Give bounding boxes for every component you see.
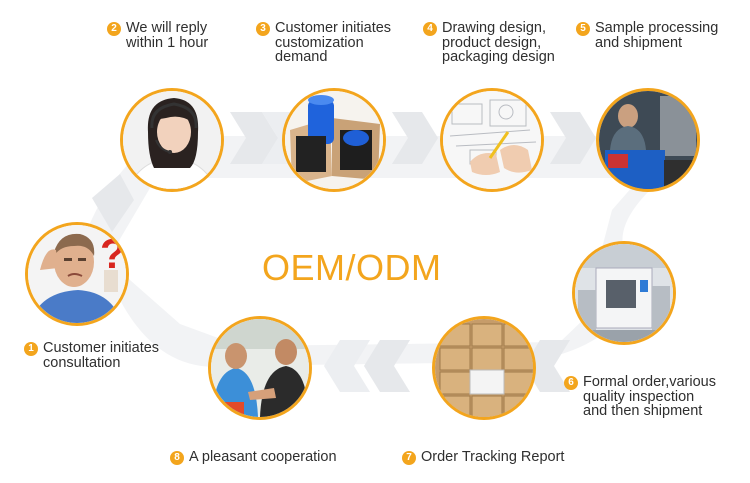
photo-cardboard-boxes xyxy=(432,316,536,420)
step-2-reply: 2 We will reply within 1 hour xyxy=(107,21,208,50)
step-label: Sample processing and shipment xyxy=(595,21,718,50)
photo-custom-box xyxy=(282,88,386,192)
photo-factory-machine xyxy=(572,241,676,345)
step-number-badge: 3 xyxy=(256,22,270,36)
step-5-sample: 5 Sample processing and shipment xyxy=(576,21,718,50)
step-label: Drawing design, product design, packagin… xyxy=(442,21,555,65)
photo-handshake xyxy=(208,316,312,420)
step-label: Order Tracking Report xyxy=(421,450,564,465)
step-number-badge: 8 xyxy=(170,451,184,465)
step-1-consultation: 1 Customer initiates consultation xyxy=(24,341,159,370)
step-8-cooperation: 8 A pleasant cooperation xyxy=(170,450,337,465)
step-number-badge: 5 xyxy=(576,22,590,36)
step-number-badge: 7 xyxy=(402,451,416,465)
step-label: We will reply within 1 hour xyxy=(126,21,208,50)
step-7-tracking: 7 Order Tracking Report xyxy=(402,450,564,465)
step-label: Customer initiates customization demand xyxy=(275,21,391,65)
step-number-badge: 2 xyxy=(107,22,121,36)
step-label: Formal order,various quality inspection … xyxy=(583,375,716,419)
photo-sample-processing xyxy=(596,88,700,192)
step-3-customization: 3 Customer initiates customization deman… xyxy=(256,21,391,65)
step-label: Customer initiates consultation xyxy=(43,341,159,370)
oem-odm-title: OEM/ODM xyxy=(262,247,442,289)
step-label: A pleasant cooperation xyxy=(189,450,337,465)
step-number-badge: 1 xyxy=(24,342,38,356)
step-number-badge: 4 xyxy=(423,22,437,36)
photo-design-drawing xyxy=(440,88,544,192)
step-number-badge: 6 xyxy=(564,376,578,390)
step-4-design: 4 Drawing design, product design, packag… xyxy=(423,21,555,65)
step-6-formal-order: 6 Formal order,various quality inspectio… xyxy=(564,375,716,419)
photo-consultation: ? xyxy=(25,222,129,326)
photo-support-agent xyxy=(120,88,224,192)
